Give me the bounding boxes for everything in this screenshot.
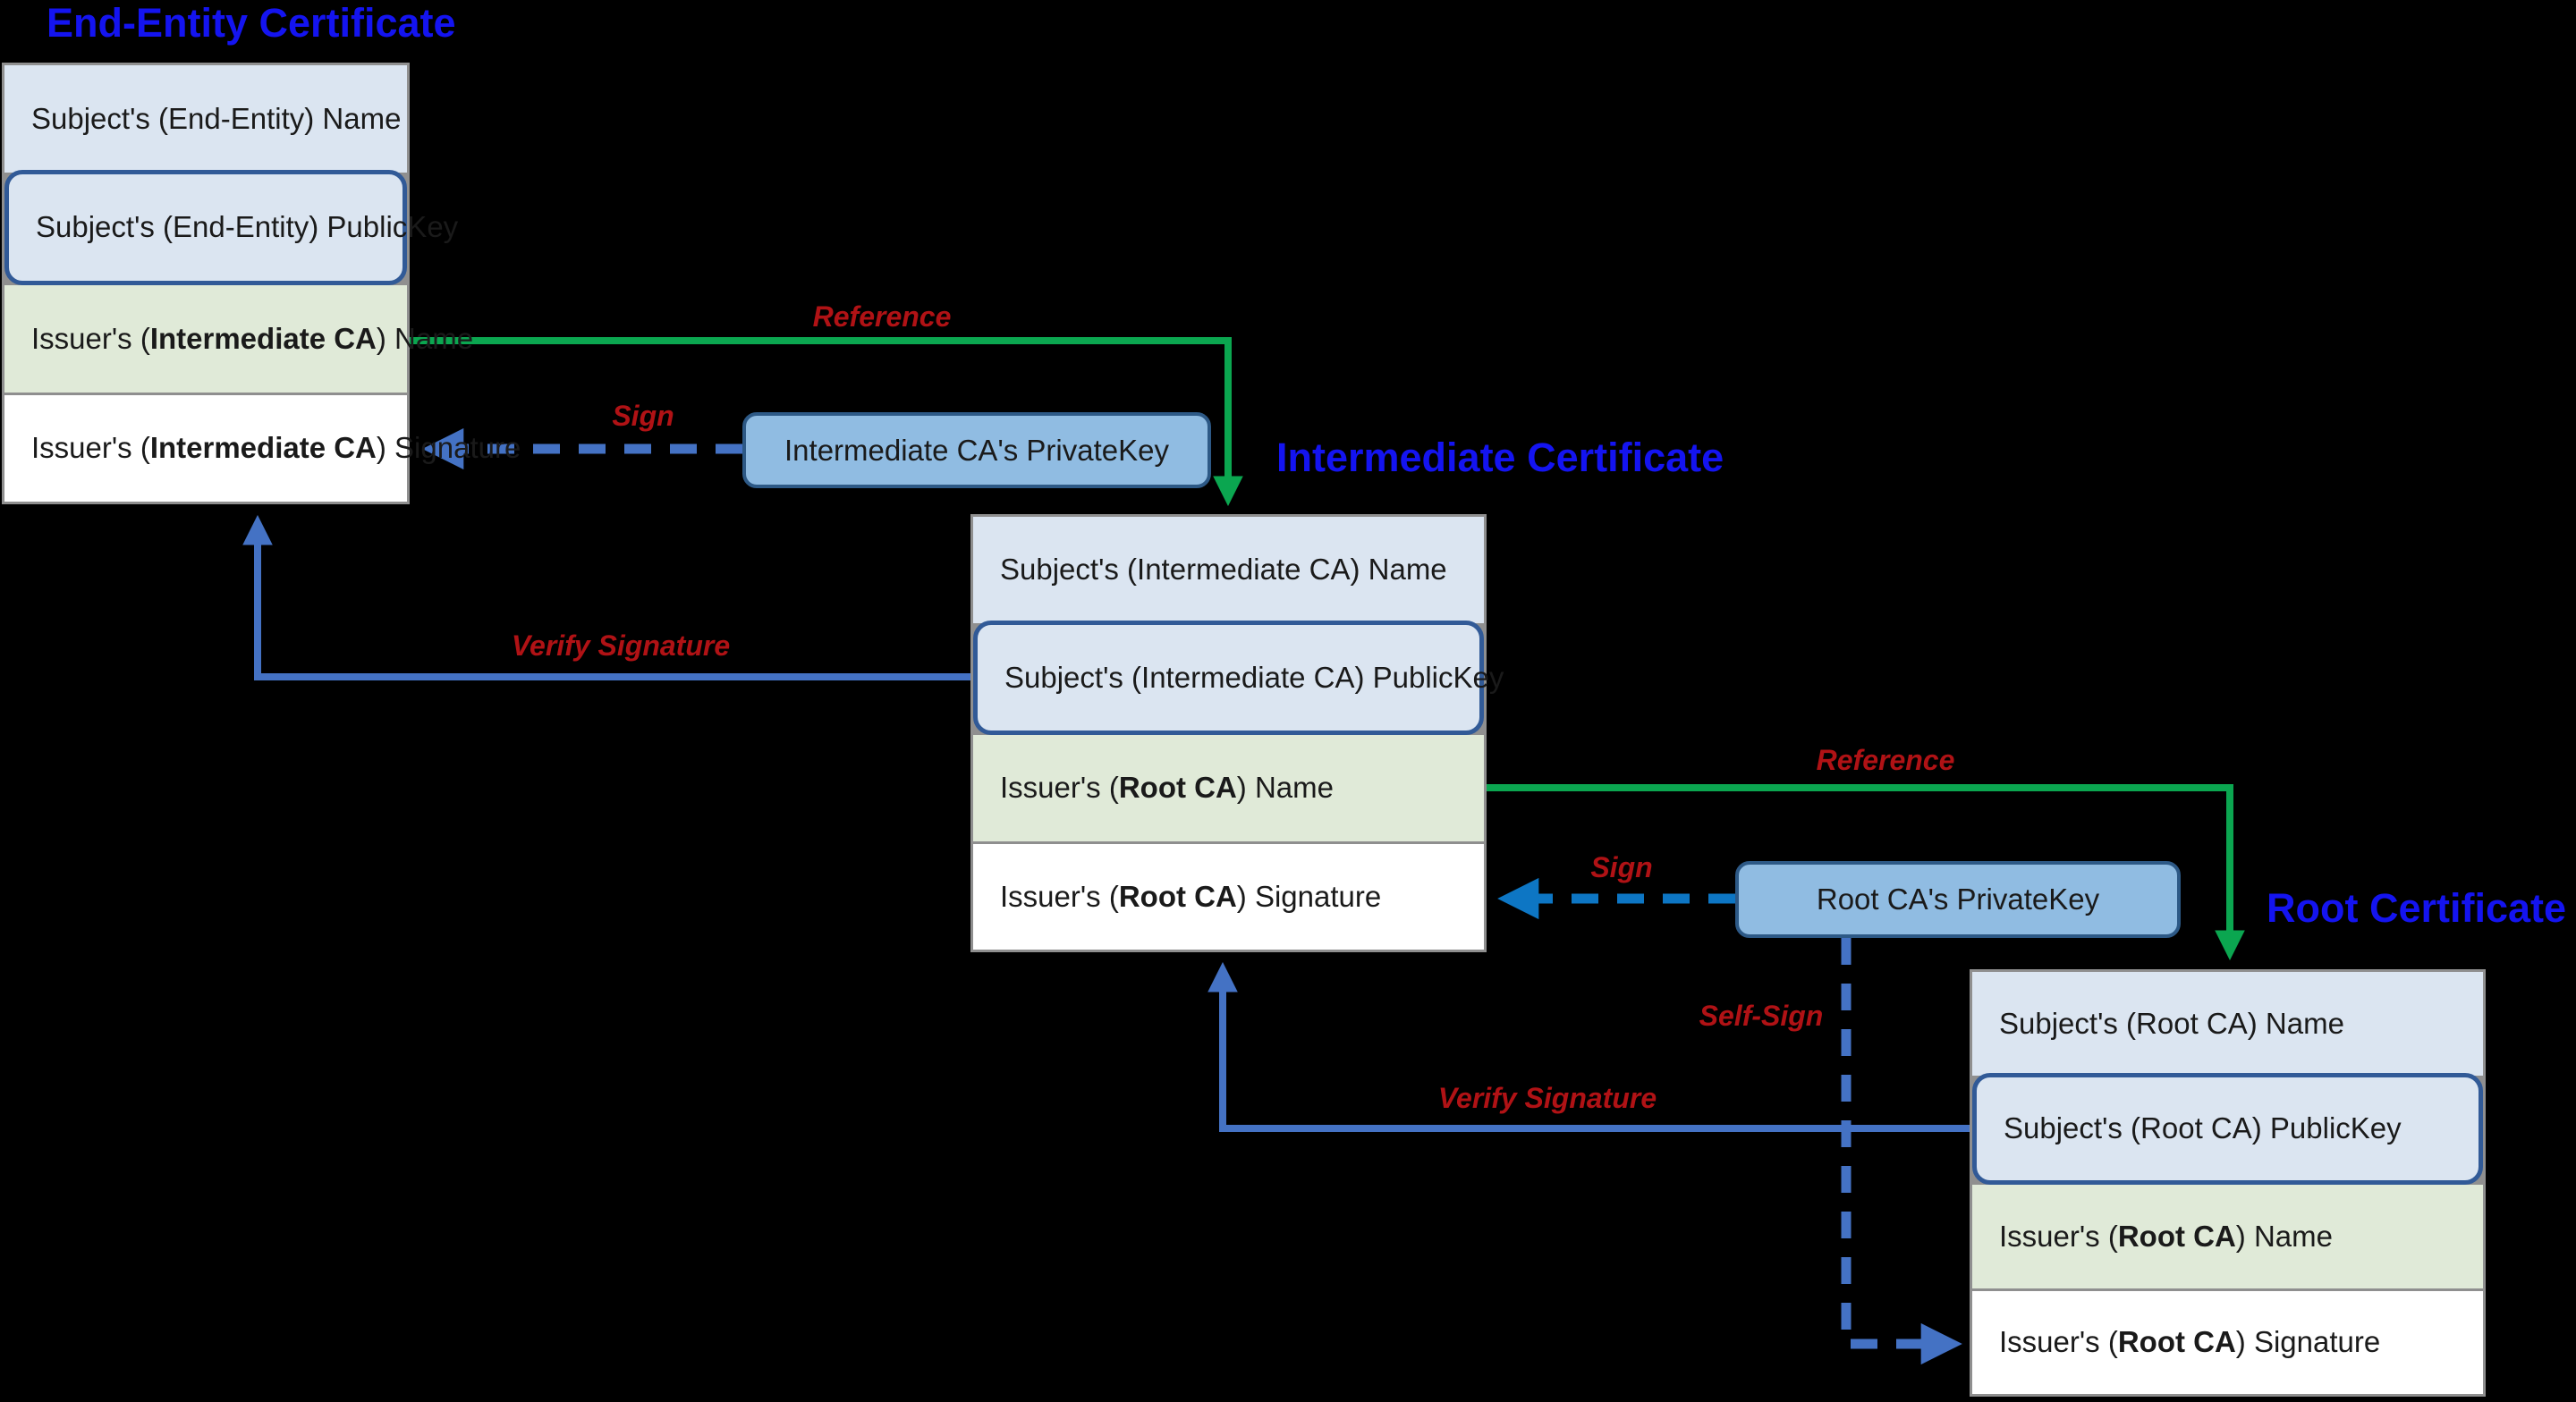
row-text: ) Signature [2235, 1325, 2381, 1359]
end-entity-issuer-name-row: Issuer's (Intermediate CA) Name [4, 283, 473, 393]
root-issuer-name-row: Issuer's (Root CA) Name [1972, 1182, 2483, 1288]
verify-signature-label-end-entity: Verify Signature [511, 629, 731, 662]
row-text: Subject's (Root CA) PublicKey [2004, 1111, 2402, 1145]
row-text-bold: Root CA [2117, 1325, 2236, 1359]
intermediate-certificate-title: Intermediate Certificate [1276, 435, 1724, 480]
root-ca-privatekey-box: Root CA's PrivateKey [1735, 861, 2181, 938]
root-certificate-box: Subject's (Root CA) Name Subject's (Root… [1970, 969, 2486, 1397]
sign-label-end-entity: Sign [612, 400, 674, 432]
root-subject-name-row: Subject's (Root CA) Name [1972, 972, 2483, 1076]
row-text: ) Name [376, 321, 474, 355]
row-text-bold: Intermediate CA [149, 321, 377, 355]
row-text: Subject's (Intermediate CA) Name [1000, 553, 1447, 587]
verify-signature-label-root: Verify Signature [1437, 1082, 1657, 1114]
row-text-bold: Root CA [1118, 879, 1237, 913]
end-entity-publickey-row: Subject's (End-Entity) PublicKey [4, 169, 458, 285]
row-text: Subject's (Intermediate CA) PublicKey [1004, 660, 1504, 694]
root-issuer-signature-row: Issuer's (Root CA) Signature [1972, 1288, 2483, 1394]
intermediate-issuer-name-row: Issuer's (Root CA) Name [973, 732, 1484, 841]
row-text: Issuer's ( [31, 431, 150, 465]
sign-label-root: Sign [1590, 851, 1653, 883]
row-text: Issuer's ( [1000, 879, 1119, 913]
row-text-bold: Root CA [1118, 771, 1237, 805]
row-text: ) Signature [1236, 879, 1382, 913]
privatekey-label: Intermediate CA's PrivateKey [784, 433, 1169, 467]
privatekey-label: Root CA's PrivateKey [1816, 883, 2100, 916]
row-text: Issuer's ( [1999, 1219, 2118, 1253]
row-text: ) Name [2235, 1219, 2333, 1253]
row-text: ) Signature [376, 431, 521, 465]
reference-label-end-entity: Reference [812, 300, 952, 333]
self-sign-label-root: Self-Sign [1699, 1000, 1824, 1032]
row-text: Subject's (End-Entity) Name [31, 101, 402, 135]
row-text: Issuer's ( [31, 321, 150, 355]
row-text: Issuer's ( [1000, 771, 1119, 805]
reference-label-intermediate: Reference [1816, 744, 1955, 776]
row-text: Subject's (Root CA) Name [1999, 1006, 2344, 1040]
intermediate-subject-name-row: Subject's (Intermediate CA) Name [973, 517, 1484, 623]
intermediate-issuer-signature-row: Issuer's (Root CA) Signature [973, 840, 1484, 950]
row-text: Issuer's ( [1999, 1325, 2118, 1359]
row-text: Subject's (End-Entity) PublicKey [36, 210, 459, 244]
root-certificate-title: Root Certificate [2267, 885, 2567, 931]
intermediate-ca-privatekey-box: Intermediate CA's PrivateKey [742, 412, 1211, 488]
row-text-bold: Intermediate CA [149, 431, 377, 465]
end-entity-subject-name-row: Subject's (End-Entity) Name [4, 65, 407, 173]
intermediate-certificate-box: Subject's (Intermediate CA) Name Subject… [970, 514, 1504, 952]
intermediate-publickey-row: Subject's (Intermediate CA) PublicKey [973, 620, 1504, 735]
end-entity-certificate-title: End-Entity Certificate [47, 0, 456, 46]
row-text-bold: Root CA [2117, 1219, 2236, 1253]
end-entity-certificate-box: Subject's (End-Entity) Name Subject's (E… [2, 63, 521, 504]
self-sign-arrow-root [1841, 938, 1962, 1365]
root-publickey-row: Subject's (Root CA) PublicKey [1972, 1072, 2483, 1185]
row-text: ) Name [1236, 771, 1334, 805]
end-entity-issuer-signature-row: Issuer's (Intermediate CA) Signature [4, 392, 521, 502]
